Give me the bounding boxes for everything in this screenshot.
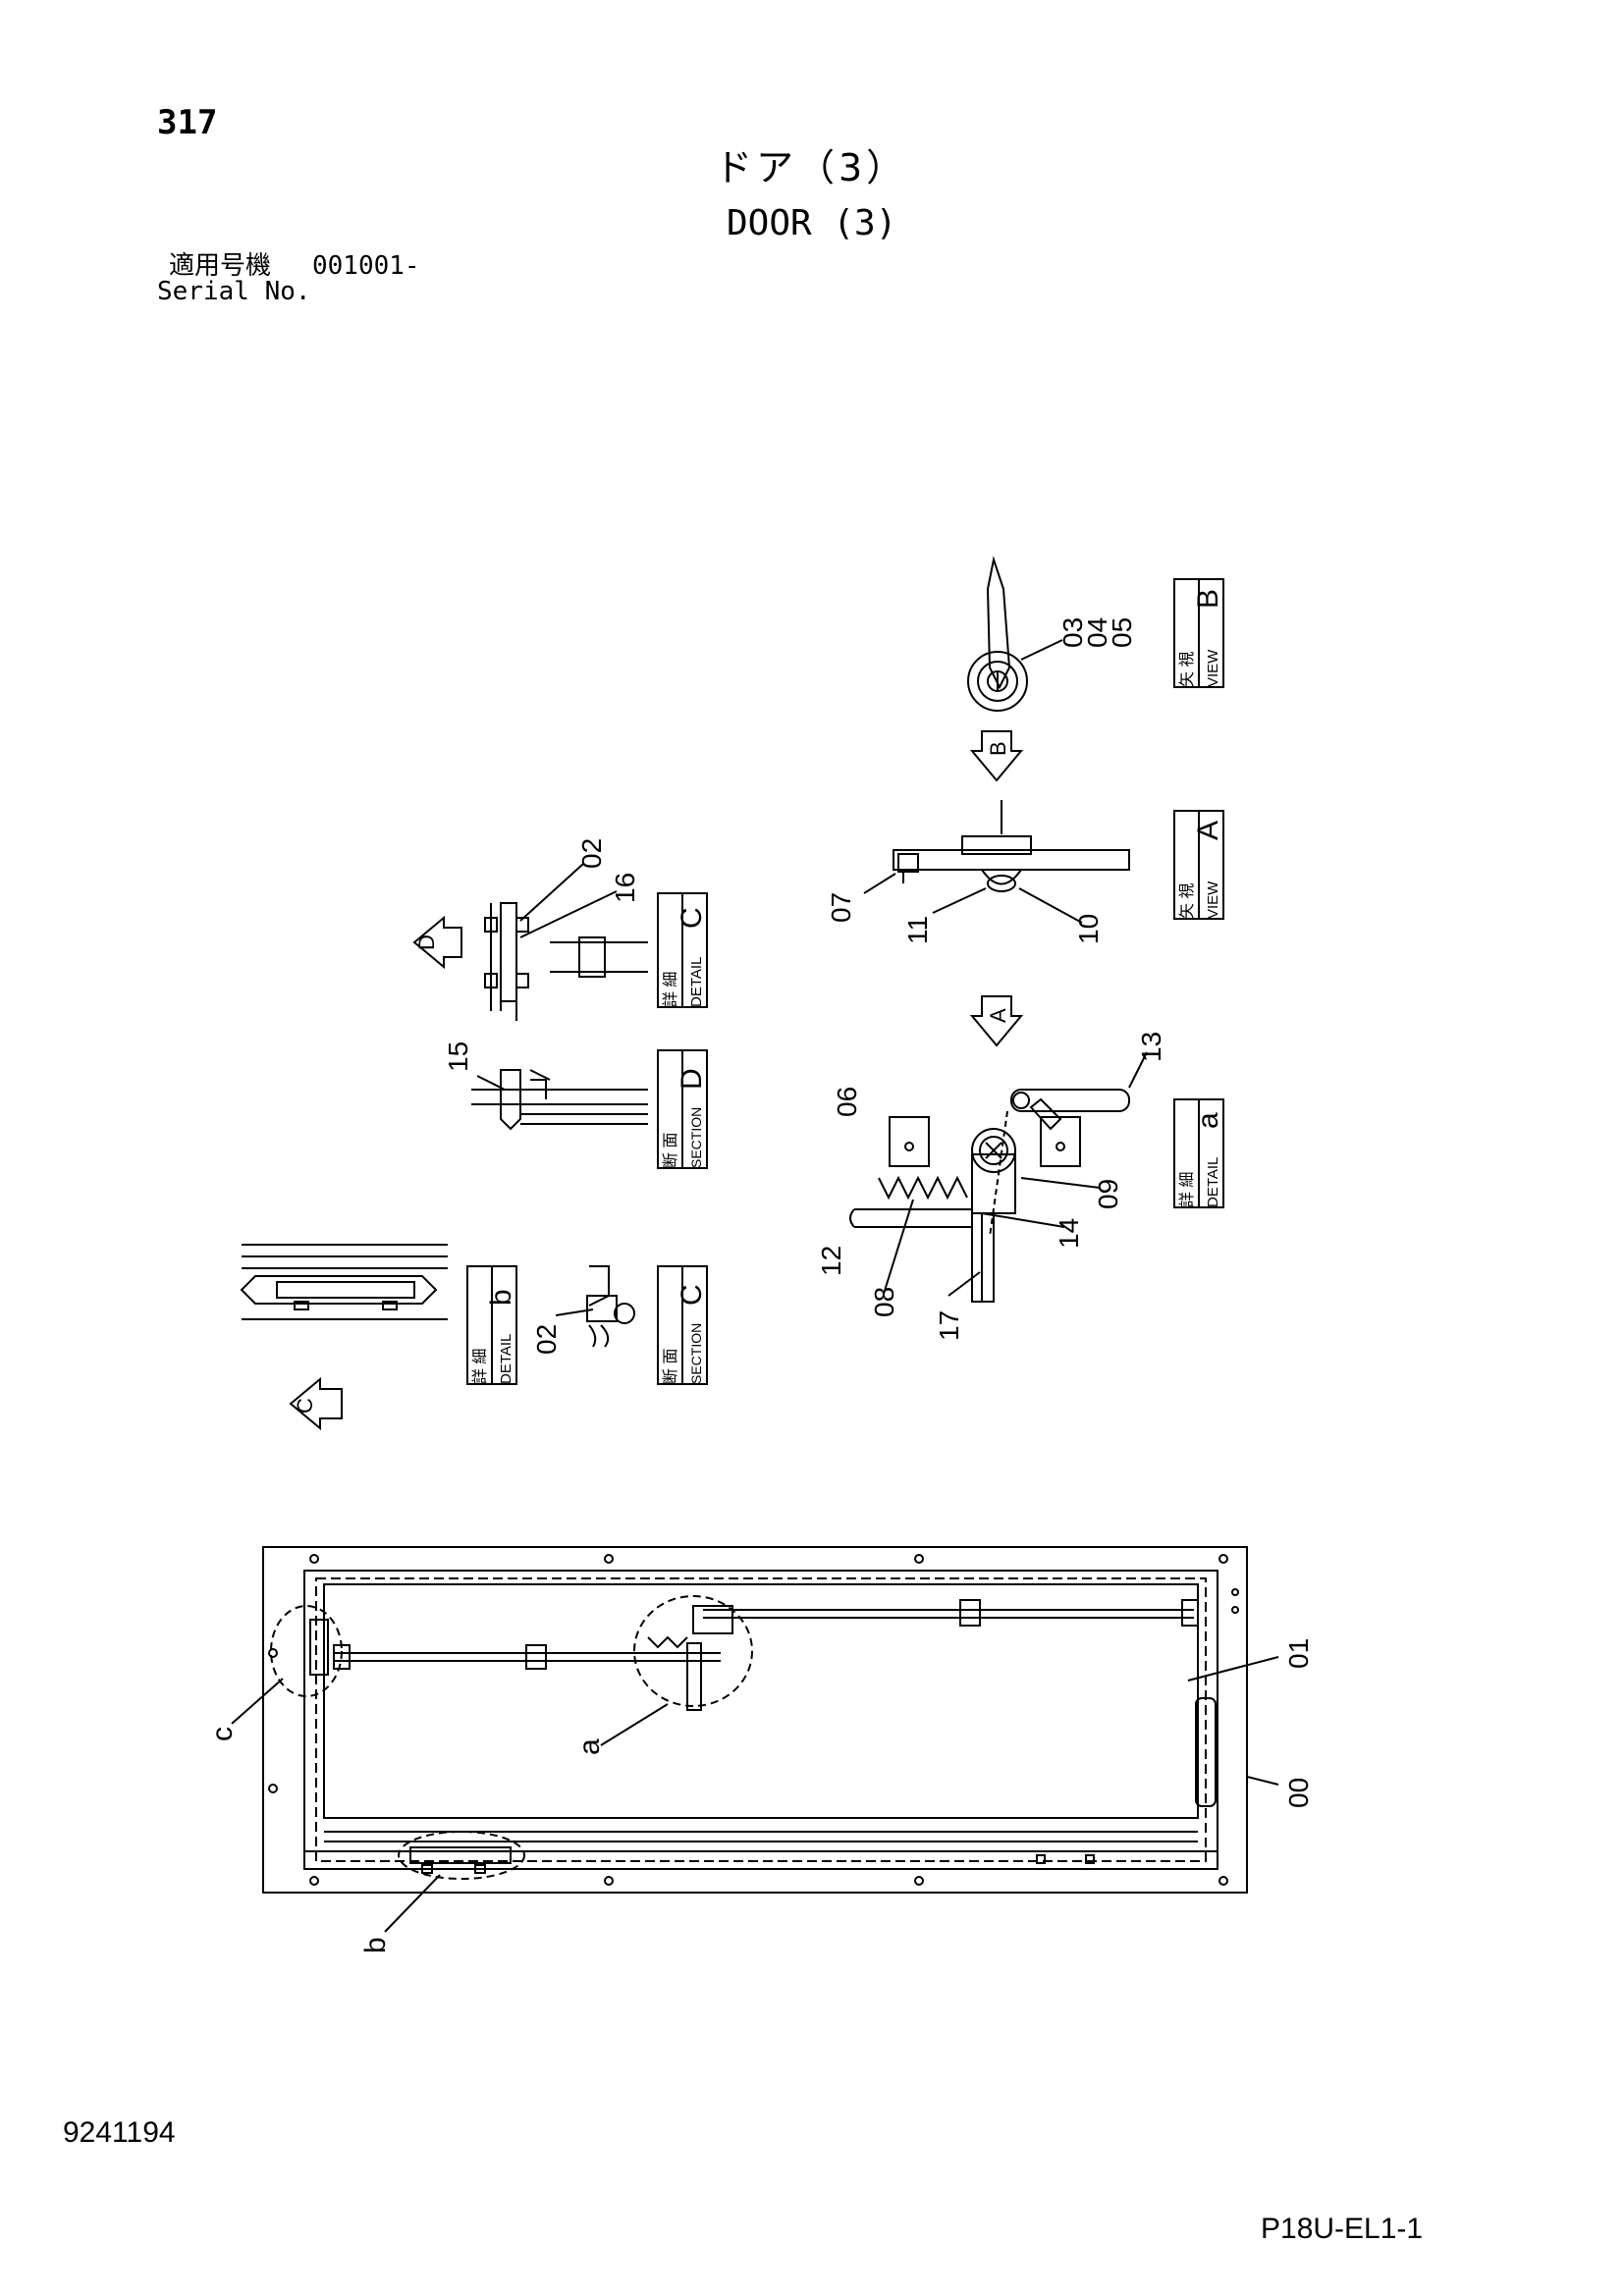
part-13: 13: [1136, 1032, 1166, 1062]
detail-b: [240, 1244, 448, 1320]
detail-c-hinge: [484, 902, 648, 1021]
part-04: 04: [1082, 617, 1112, 648]
part-15: 15: [443, 1041, 473, 1072]
part-01: 01: [1283, 1638, 1314, 1669]
model-code: P18U-EL1-1: [1261, 2213, 1424, 2245]
detail-b-label: [466, 1265, 517, 1385]
detail-c-en: DETAIL: [688, 957, 705, 1007]
part-11: 11: [902, 916, 933, 944]
part-05: 05: [1107, 617, 1137, 648]
section-c-jp: 断 面: [662, 1349, 679, 1384]
view-a-en: VIEW: [1205, 881, 1221, 919]
detail-b-letter: b: [485, 1289, 517, 1306]
section-d-label: [657, 1049, 708, 1169]
door-frame: [262, 1546, 1248, 1894]
part-16: 16: [610, 873, 640, 903]
arrow-d-letter: D: [414, 934, 439, 950]
arrow-b: [969, 730, 1024, 782]
detail-a-mechanism: [849, 1089, 1130, 1303]
section-d: [471, 1069, 648, 1131]
part-14: 14: [1054, 1218, 1084, 1249]
arrow-a-letter: A: [986, 1008, 1010, 1023]
arrow-c: [289, 1376, 343, 1431]
detail-b-callout: b: [359, 1937, 392, 1953]
detail-a-jp: 詳 細: [1178, 1172, 1196, 1207]
view-b-en: VIEW: [1205, 649, 1221, 687]
view-b-handle: [967, 556, 1063, 712]
serial-label-jp: 適用号機: [169, 251, 272, 281]
serial-label-en: Serial No.: [157, 277, 311, 306]
serial-value: 001001-: [312, 251, 420, 281]
view-a-jp: 矢 視: [1178, 883, 1196, 919]
part-07: 07: [826, 892, 856, 923]
part-02: 02: [576, 838, 607, 869]
detail-b-jp: 詳 細: [471, 1349, 489, 1384]
arrow-a: [969, 995, 1024, 1047]
part-06: 06: [832, 1087, 862, 1117]
detail-a-letter: a: [1192, 1112, 1224, 1129]
detail-a-callout: a: [573, 1738, 606, 1755]
section-c-label: [657, 1265, 708, 1385]
document-number: 9241194: [63, 2116, 176, 2149]
section-c-en: SECTION: [688, 1323, 704, 1384]
view-a-latch: [893, 800, 1130, 892]
part-02-section: 02: [531, 1324, 562, 1355]
detail-a-label: [1173, 1098, 1224, 1208]
part-17: 17: [934, 1310, 964, 1341]
detail-c-label: [657, 892, 708, 1008]
part-09: 09: [1093, 1179, 1123, 1209]
part-00: 00: [1283, 1778, 1314, 1808]
detail-c-letter: C: [676, 907, 708, 929]
section-c-letter: C: [676, 1284, 708, 1306]
section-d-jp: 断 面: [662, 1133, 679, 1168]
detail-c-callout: c: [206, 1727, 239, 1741]
part-03: 03: [1057, 617, 1088, 648]
section-c: [586, 1265, 635, 1348]
view-b-label: [1173, 578, 1224, 688]
section-d-en: SECTION: [688, 1107, 704, 1168]
part-10: 10: [1073, 914, 1104, 944]
page-title-en: DOOR (3): [727, 203, 897, 243]
view-b-letter: B: [1192, 589, 1224, 609]
detail-c-jp: 詳 細: [662, 972, 679, 1007]
arrow-b-letter: B: [986, 741, 1010, 756]
arrow-d: [412, 915, 462, 970]
view-b-jp: 矢 視: [1178, 652, 1196, 687]
view-a-label: [1173, 810, 1224, 920]
page-number: 317: [157, 103, 218, 142]
section-d-letter: D: [676, 1068, 708, 1090]
view-a-letter: A: [1192, 821, 1224, 840]
detail-a-en: DETAIL: [1205, 1157, 1221, 1207]
detail-circles: [270, 1595, 753, 1880]
detail-b-en: DETAIL: [498, 1334, 514, 1384]
page-title-jp: ドア（3）: [715, 146, 908, 189]
arrow-c-letter: C: [293, 1398, 317, 1414]
part-12: 12: [816, 1246, 846, 1276]
